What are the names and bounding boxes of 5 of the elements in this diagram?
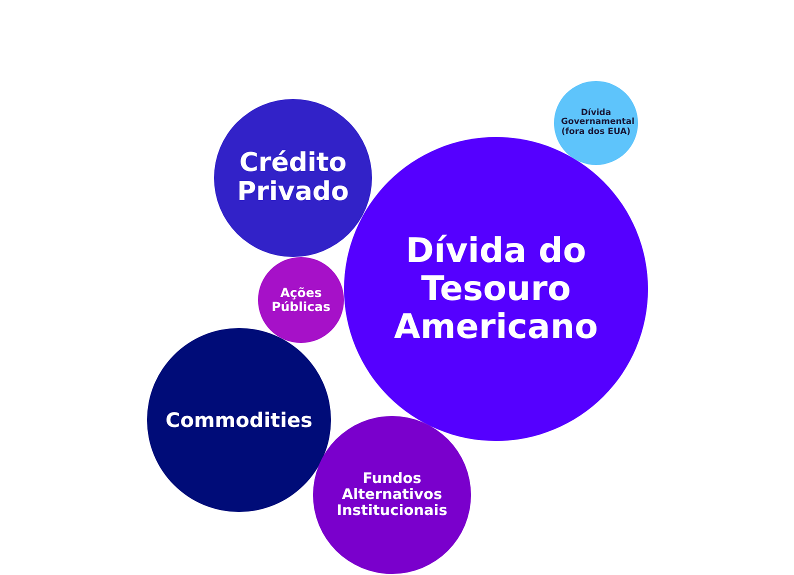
bubble-label: Crédito Privado [236, 148, 350, 208]
bubble-label: Ações Públicas [270, 286, 332, 314]
bubble-label: Fundos Alternativos Institucionais [336, 470, 448, 520]
bubble-label: Dívida do Tesouro Americano [393, 232, 599, 346]
bubble-label: Commodities [166, 408, 312, 432]
